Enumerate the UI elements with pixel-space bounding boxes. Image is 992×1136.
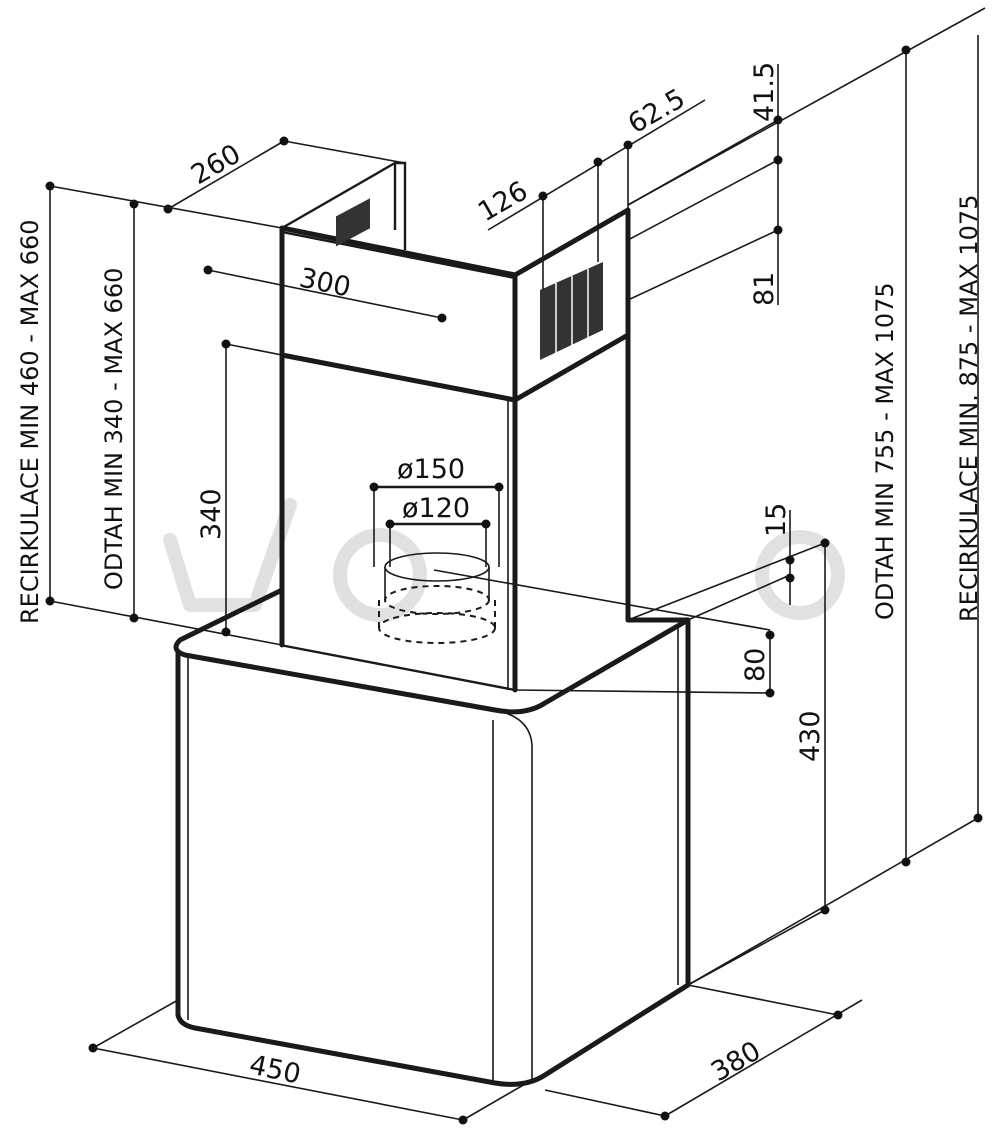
label-80: 80 [740, 648, 771, 682]
label-62-5: 62.5 [623, 83, 691, 140]
label-380: 380 [706, 1035, 766, 1088]
upper-chimney-top-back [281, 161, 407, 250]
label-300: 300 [297, 263, 354, 304]
label-430: 430 [795, 710, 826, 762]
label-41-5: 41.5 [749, 62, 780, 122]
canopy-front [175, 619, 691, 1087]
back-grille [336, 198, 370, 247]
label-81: 81 [749, 272, 780, 306]
dimension-lines [45, 7, 986, 1125]
side-grille [540, 262, 603, 360]
label-260: 260 [186, 138, 246, 191]
hood-body [173, 161, 691, 1087]
duct-outlet [378, 552, 771, 644]
label-right-recirculation: RECIRKULACE MIN. 875 - MAX 1075 [955, 195, 983, 622]
label-duct-120: ø120 [402, 493, 470, 524]
lower-chimney-front [279, 352, 518, 693]
label-left-recirculation: RECIRKULACE MIN 460 - MAX 660 [16, 219, 44, 624]
label-duct-150: ø150 [397, 454, 465, 485]
label-340: 340 [196, 488, 227, 540]
label-15: 15 [761, 503, 792, 537]
label-450: 450 [247, 1050, 304, 1091]
label-left-extraction: ODTAH MIN 340 - MAX 660 [100, 268, 128, 590]
label-right-extraction: ODTAH MIN 755 - MAX 1075 [871, 282, 899, 620]
upper-chimney-side [512, 207, 631, 403]
